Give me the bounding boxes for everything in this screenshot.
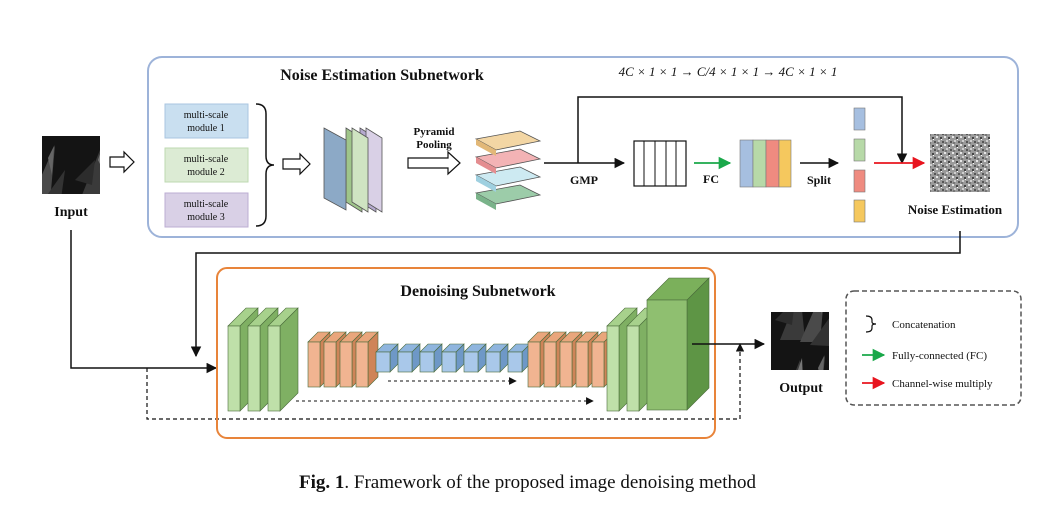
caption-prefix: Fig. 1 <box>299 472 345 493</box>
module-3: multi-scale module 3 <box>164 192 249 228</box>
output-label: Output <box>779 381 823 396</box>
noise-estimation-title: Noise Estimation Subnetwork <box>280 67 484 84</box>
encoder-orange-blocks <box>307 331 379 388</box>
pyramid-pooling-plates <box>474 130 542 210</box>
svg-text:module 2: module 2 <box>187 167 225 178</box>
gmp-label: GMP <box>570 173 598 187</box>
bottleneck-blue-block <box>441 343 465 373</box>
module-2: multi-scale module 2 <box>164 147 249 183</box>
bottleneck-blue-block <box>507 343 531 373</box>
svg-text:multi-scale: multi-scale <box>184 110 229 121</box>
bottleneck-blue-block <box>463 343 487 373</box>
svg-text:module 3: module 3 <box>187 212 225 223</box>
concatenation-brace <box>255 103 275 227</box>
denoising-title: Denoising Subnetwork <box>400 283 555 300</box>
hollow-arrow-input <box>109 150 135 174</box>
figure-caption: Fig. 1. Framework of the proposed image … <box>0 472 1055 494</box>
svg-text:multi-scale: multi-scale <box>184 154 229 165</box>
input-image <box>42 136 100 194</box>
legend-concatenation: Concatenation <box>892 319 956 331</box>
gmp-vector <box>633 140 687 187</box>
legend-fc: Fully-connected (FC) <box>892 350 987 362</box>
fc-output-vector <box>739 139 792 188</box>
dimension-annotation: 4C × 1 × 1 → C/4 × 1 × 1 → 4C × 1 × 1 <box>619 64 838 79</box>
input-to-denoise <box>70 230 218 374</box>
skip-to-multiply <box>577 96 908 165</box>
svg-text:multi-scale: multi-scale <box>184 199 229 210</box>
split-weights <box>853 107 866 223</box>
bottleneck-blue-block <box>485 343 509 373</box>
noise-map-image <box>930 134 990 192</box>
noise-estimation-label: Noise Estimation <box>908 202 1003 217</box>
bottleneck-blue-block <box>419 343 443 373</box>
legend-box <box>845 290 1022 406</box>
caption-text: . Framework of the proposed image denois… <box>344 472 756 493</box>
input-label: Input <box>54 205 88 220</box>
pyramid-pooling-label: Pyramid <box>414 126 455 138</box>
denoising-panel <box>216 267 716 439</box>
hollow-arrow-pooling <box>407 150 461 176</box>
noise-to-denoise <box>190 231 961 358</box>
global-skip-dashed <box>146 343 745 420</box>
bottleneck-blue-block <box>375 343 399 373</box>
legend-multiply: Channel-wise multiply <box>892 378 993 390</box>
encoder-green-blocks <box>227 307 299 412</box>
split-label: Split <box>807 173 831 187</box>
fc-label: FC <box>703 172 719 186</box>
legend-bracket-icon <box>865 315 877 333</box>
decoder-green-blocks <box>606 277 710 412</box>
encoder-green-slab <box>267 307 299 412</box>
decoder-green-final <box>646 277 710 411</box>
output-image <box>771 312 829 370</box>
hollow-arrow-stack <box>282 152 311 176</box>
concat-feature-stack <box>323 127 383 213</box>
noise-estimation-panel <box>147 56 1019 238</box>
decoder-orange-blocks <box>527 331 615 388</box>
encoder-orange-block <box>355 331 379 388</box>
bottleneck-blue-block <box>397 343 421 373</box>
bottleneck-blue-blocks <box>375 343 531 373</box>
module-1: multi-scale module 1 <box>164 103 249 139</box>
pyramid-pooling-label-2: Pooling <box>416 139 452 151</box>
svg-text:module 1: module 1 <box>187 123 225 134</box>
